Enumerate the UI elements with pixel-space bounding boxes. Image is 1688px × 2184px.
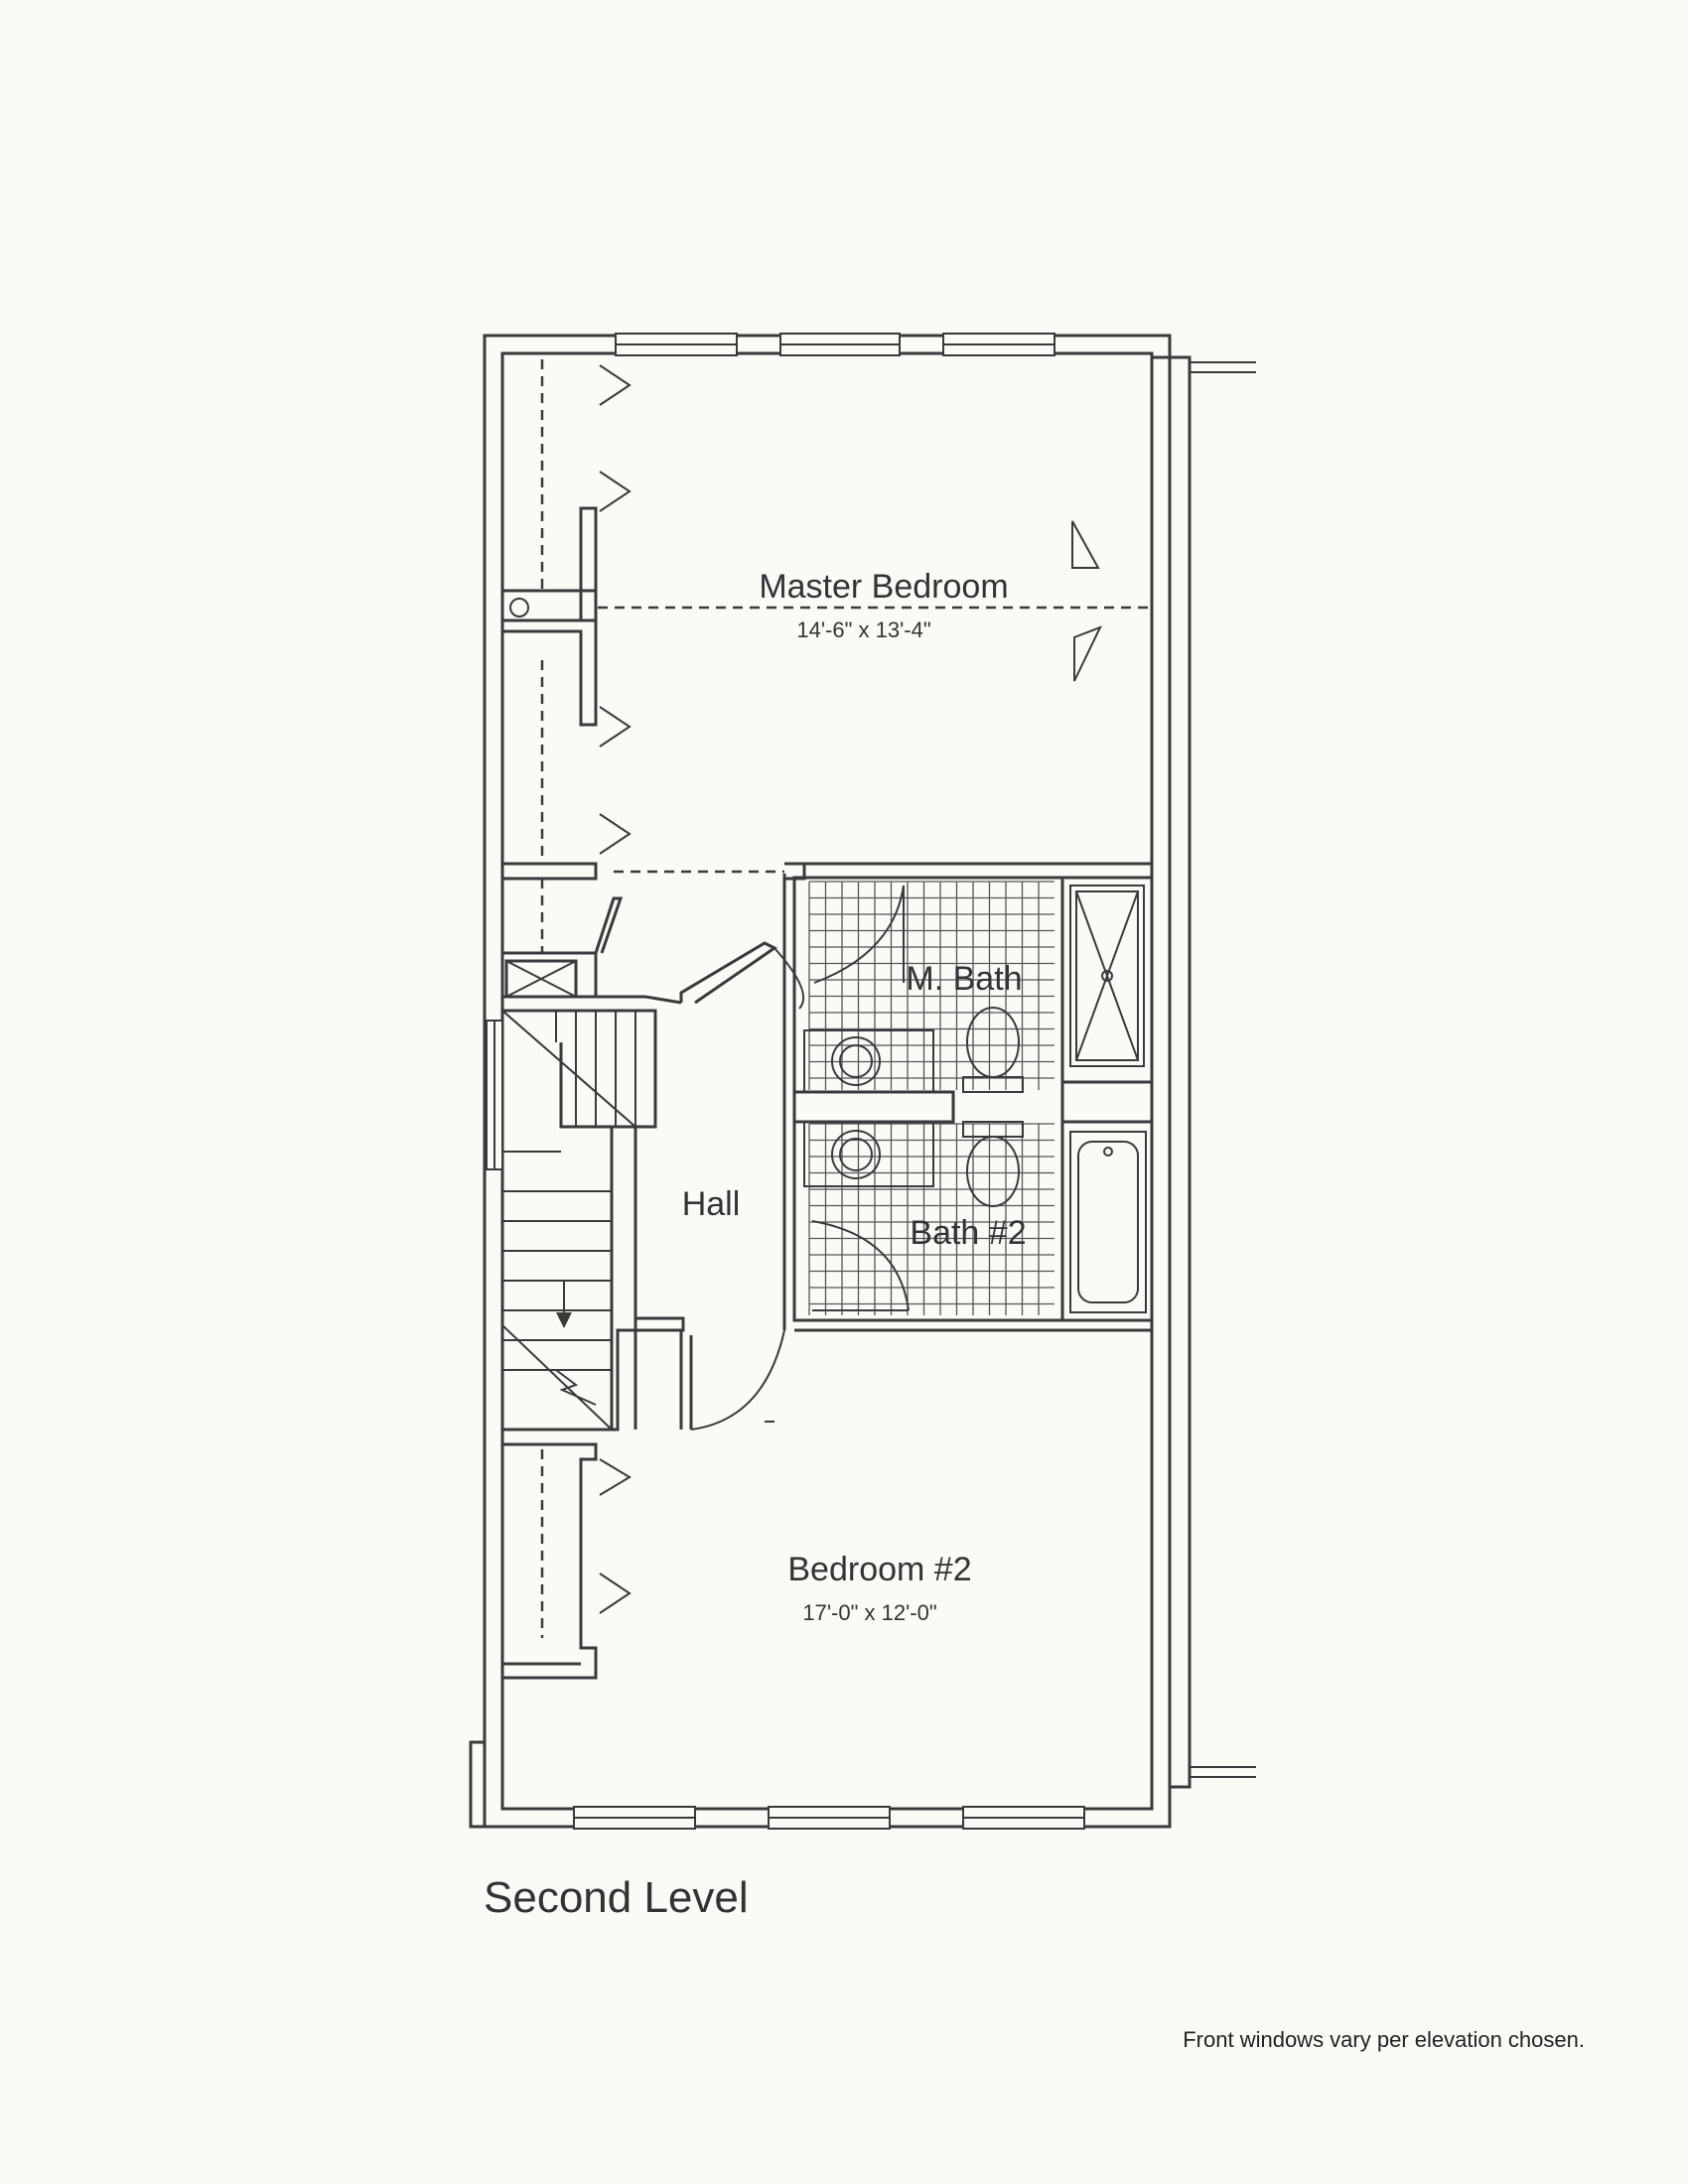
bedroom2-closet: [502, 1442, 632, 1680]
master-closet: [502, 359, 1152, 864]
master-bedroom-label: Master Bedroom: [759, 568, 1008, 606]
bath-2-label: Bath #2: [910, 1214, 1026, 1252]
bath2-fixtures: [803, 1121, 1147, 1313]
hall-label: Hall: [682, 1185, 741, 1223]
window-top-2: [779, 333, 901, 356]
master-bedroom-dimensions: 14'-6" x 13'-4": [796, 617, 930, 642]
linen-closet: [502, 896, 682, 1005]
sink-icon: [831, 1036, 881, 1086]
window-top-1: [615, 333, 738, 356]
bath-block: [782, 874, 1154, 1332]
footnote: Front windows vary per elevation chosen.: [1183, 2027, 1585, 2052]
master-bath-label: M. Bath: [906, 960, 1022, 998]
toilet-icon: [966, 1136, 1020, 1207]
bedroom-2-dimensions: 17'-0" x 12'-0": [802, 1600, 936, 1625]
window-bottom-1: [573, 1806, 696, 1830]
window-stair: [486, 1020, 503, 1170]
staircase: [501, 1009, 657, 1432]
window-bottom-2: [768, 1806, 891, 1830]
sink-icon: [831, 1130, 881, 1179]
bedroom-2-label: Bedroom #2: [787, 1551, 971, 1588]
master-bath-fixtures: [803, 885, 1145, 1093]
toilet-icon: [966, 1007, 1020, 1078]
shower-icon: [1069, 885, 1145, 1067]
room-labels: Master Bedroom 14'-6" x 13'-4" M. Bath H…: [682, 568, 1027, 1625]
level-title: Second Level: [484, 1873, 749, 1922]
window-top-3: [942, 333, 1055, 356]
window-bottom-3: [962, 1806, 1085, 1830]
windows: [486, 333, 1085, 1830]
bathtub-icon: [1069, 1131, 1147, 1313]
hall-walls: [633, 941, 804, 1431]
